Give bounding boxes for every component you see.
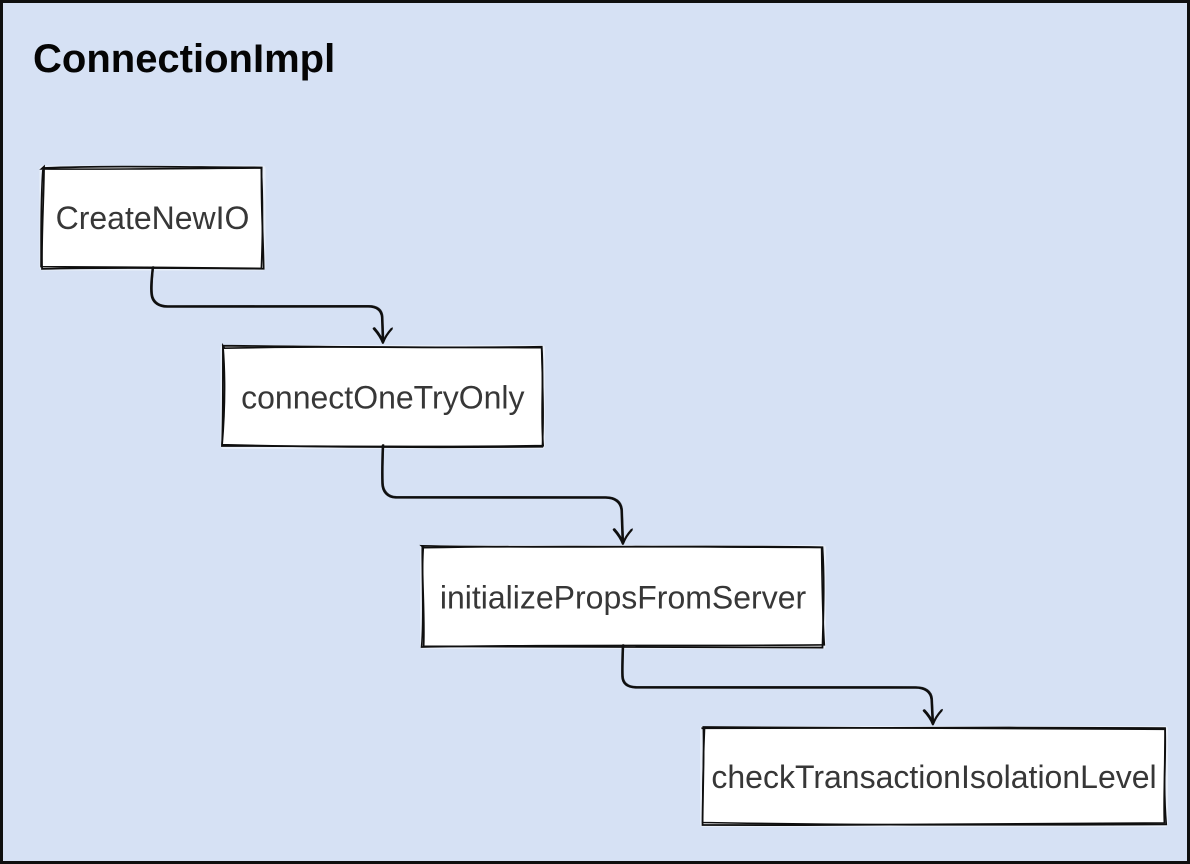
node-label: CreateNewIO	[56, 200, 250, 236]
arrow-head-second-pass	[614, 528, 633, 544]
edge-line-second-pass	[151, 266, 385, 341]
edge-createNewIO-to-connectOneTryOnly	[150, 266, 393, 344]
edge-line-second-pass	[622, 644, 935, 723]
node-initializePropsFromServer[interactable]: initializePropsFromServer	[419, 544, 826, 649]
node-createNewIO[interactable]: CreateNewIO	[39, 164, 266, 271]
arrow-head-second-pass	[924, 708, 943, 724]
node-border-second-pass	[701, 726, 1168, 826]
node-border-second-pass	[39, 166, 264, 270]
edge-line	[621, 644, 934, 724]
node-border-second-pass	[420, 545, 826, 648]
edge-line	[381, 444, 624, 543]
node-border	[40, 164, 265, 270]
node-label: connectOneTryOnly	[241, 380, 524, 416]
edge-line-second-pass	[382, 444, 625, 542]
arrow-head-second-pass	[374, 327, 393, 343]
node-checkTransactionIsolationLevel[interactable]: checkTransactionIsolationLevel	[700, 726, 1168, 827]
edge-line	[150, 266, 385, 342]
edge-initializePropsFromServer-to-checkTransactionIsolationLevel	[621, 644, 943, 726]
edge-connectOneTryOnly-to-initializePropsFromServer	[381, 444, 633, 545]
node-label: checkTransactionIsolationLevel	[711, 759, 1156, 795]
node-label: initializePropsFromServer	[440, 580, 807, 616]
node-connectOneTryOnly[interactable]: connectOneTryOnly	[220, 342, 546, 449]
node-border-second-pass	[221, 342, 544, 449]
diagram-title: ConnectionImpl	[33, 37, 335, 81]
